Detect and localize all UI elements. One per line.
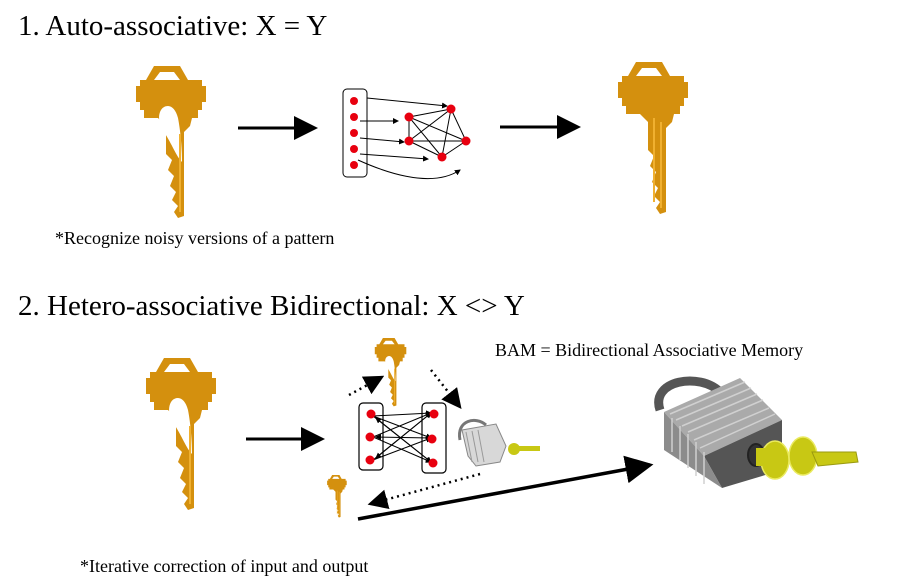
noisy-key-input-icon [135, 65, 207, 219]
small-clean-key-icon [326, 474, 348, 518]
bam-x-node [366, 409, 376, 419]
dotted-arrow-to-small-lock [430, 369, 462, 409]
bam-y-node [429, 409, 439, 419]
auto-associative-network [342, 88, 471, 179]
input-node [350, 145, 358, 153]
dotted-arrow-back-to-key [367, 472, 481, 510]
small-padlock-icon [458, 419, 540, 467]
bam-definition: BAM = Bidirectional Associative Memory [495, 340, 804, 360]
hidden-node [461, 136, 471, 146]
section2-note: *Iterative correction of input and outpu… [80, 556, 369, 576]
hidden-node [404, 136, 414, 146]
input-node [350, 97, 358, 105]
bam-x-node [365, 432, 375, 442]
dotted-arrow-to-small-key [348, 375, 385, 397]
section1-note: *Recognize noisy versions of a pattern [55, 228, 335, 248]
noisy-key-input-icon-2 [145, 357, 217, 511]
input-node [350, 161, 358, 169]
hidden-node [404, 112, 414, 122]
input-node [350, 129, 358, 137]
clean-key-output-icon [617, 61, 689, 215]
input-node [350, 113, 358, 121]
bam-x-node [365, 455, 375, 465]
large-padlock-icon [654, 376, 859, 488]
section2-title: 2. Hetero-associative Bidirectional: X <… [18, 290, 525, 322]
section1-title: 1. Auto-associative: X = Y [18, 10, 328, 42]
bam-y-node [427, 434, 437, 444]
small-noisy-key-icon [374, 337, 407, 407]
bam-y-node [428, 458, 438, 468]
hidden-node [437, 152, 447, 162]
arrow-key-to-lock [357, 455, 654, 521]
hidden-node [446, 104, 456, 114]
bam-network [358, 402, 447, 474]
